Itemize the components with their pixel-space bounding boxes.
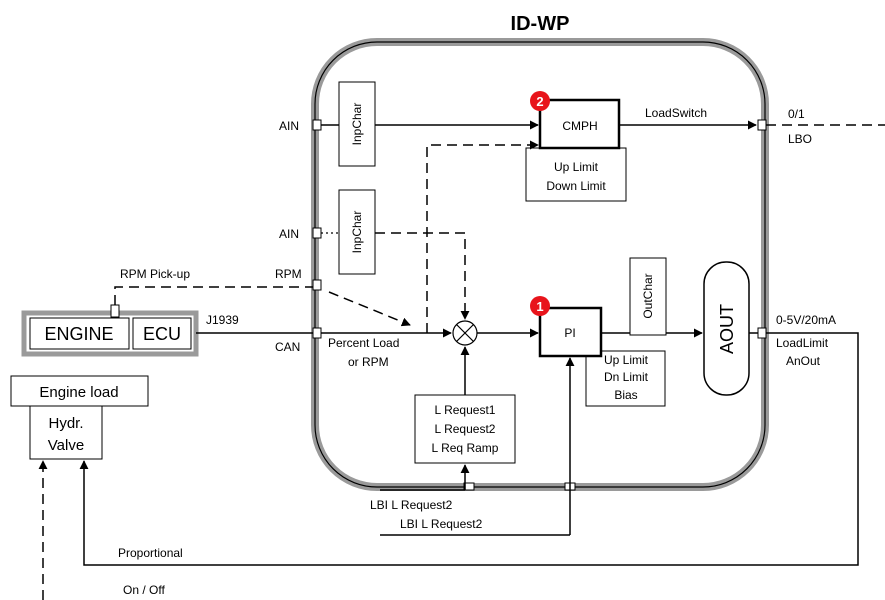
diagram-title: ID-WP	[511, 13, 570, 35]
hydr-label-1: Hydr.	[48, 415, 83, 432]
cmph-limit-down: Down Limit	[546, 179, 606, 193]
dash-can-to-cmph	[426, 140, 539, 333]
port-lbo	[757, 119, 767, 131]
engine-block	[29, 317, 130, 350]
cmph-limits-box	[525, 147, 627, 202]
label-anout: AnOut	[786, 354, 821, 368]
lrequest-ramp: L Req Ramp	[432, 441, 499, 455]
label-can: CAN	[275, 340, 300, 354]
cmph-block	[538, 98, 621, 150]
engine-label: ENGINE	[44, 324, 113, 344]
hydr-label-2: Valve	[48, 437, 84, 454]
dash-rpm-pickup	[114, 286, 313, 305]
cmph-label: CMPH	[562, 119, 597, 133]
summing-cross-b	[456, 324, 474, 342]
pi-label: PI	[564, 326, 575, 340]
cmph-badge-number: 2	[536, 94, 543, 109]
aout-label: AOUT	[717, 304, 737, 354]
aout-block	[703, 261, 750, 396]
pi-limit-down: Dn Limit	[604, 370, 649, 384]
label-loadlimit: LoadLimit	[776, 336, 829, 350]
engine-load-label: Engine load	[39, 384, 118, 401]
cmph-limit-up: Up Limit	[554, 160, 599, 174]
label-lbi-1: LBI L Request2	[370, 498, 453, 512]
rpm-pickup-sensor	[110, 304, 120, 318]
ecu-block	[132, 317, 192, 350]
label-rpm-pickup: RPM Pick-up	[120, 267, 190, 281]
cmph-badge	[530, 91, 550, 111]
label-ain-mid: AIN	[279, 227, 299, 241]
label-rpm: RPM	[275, 267, 302, 281]
internal-wiring	[321, 120, 758, 535]
label-lbo: LBO	[788, 132, 812, 146]
inpchar-mid-label: InpChar	[350, 211, 364, 254]
label-percent-load: Percent Load	[328, 336, 399, 350]
pi-limit-up: Up Limit	[604, 353, 649, 367]
wire-proportional	[79, 332, 859, 566]
pi-block	[538, 306, 603, 358]
label-proportional: Proportional	[118, 546, 183, 560]
external-wiring	[79, 332, 859, 566]
dash-inpchar-junction	[375, 232, 470, 320]
inpchar-top-block	[338, 81, 376, 167]
dash-rpm-arrow	[328, 291, 411, 327]
outchar-block	[629, 257, 667, 336]
label-0-1: 0/1	[788, 107, 805, 121]
external-dashed-wiring	[38, 286, 313, 600]
port-rpm	[312, 279, 322, 291]
port-aout	[757, 327, 767, 339]
lrequest-2: L Request2	[435, 422, 496, 436]
port-lbi-1	[463, 482, 475, 491]
hydr-valve-block	[29, 405, 103, 460]
label-lbi-2: LBI L Request2	[400, 517, 483, 531]
label-j1939: J1939	[206, 313, 239, 327]
label-loadswitch: LoadSwitch	[645, 106, 707, 120]
ecu-label: ECU	[143, 324, 181, 344]
port-ain-mid	[312, 227, 322, 239]
port-can	[312, 327, 322, 339]
engine-load-block	[10, 375, 149, 407]
inpchar-mid-block	[338, 189, 376, 275]
label-analog-out: 0-5V/20mA	[776, 313, 836, 327]
pi-bias: Bias	[614, 388, 637, 402]
internal-dashed-wiring	[328, 140, 539, 333]
pi-limits-box	[585, 350, 666, 407]
lrequest-block	[414, 394, 516, 464]
lrequest-1: L Request1	[435, 403, 496, 417]
controller-frame-inner	[314, 41, 766, 488]
pi-badge-number: 1	[536, 299, 543, 314]
label-ain-top: AIN	[279, 119, 299, 133]
inpchar-top-label: InpChar	[350, 103, 364, 146]
outchar-label: OutChar	[641, 273, 655, 318]
label-or-rpm: or RPM	[348, 355, 389, 369]
label-onoff: On / Off	[123, 583, 165, 597]
pi-badge	[530, 296, 550, 316]
port-ain-top	[312, 119, 322, 131]
